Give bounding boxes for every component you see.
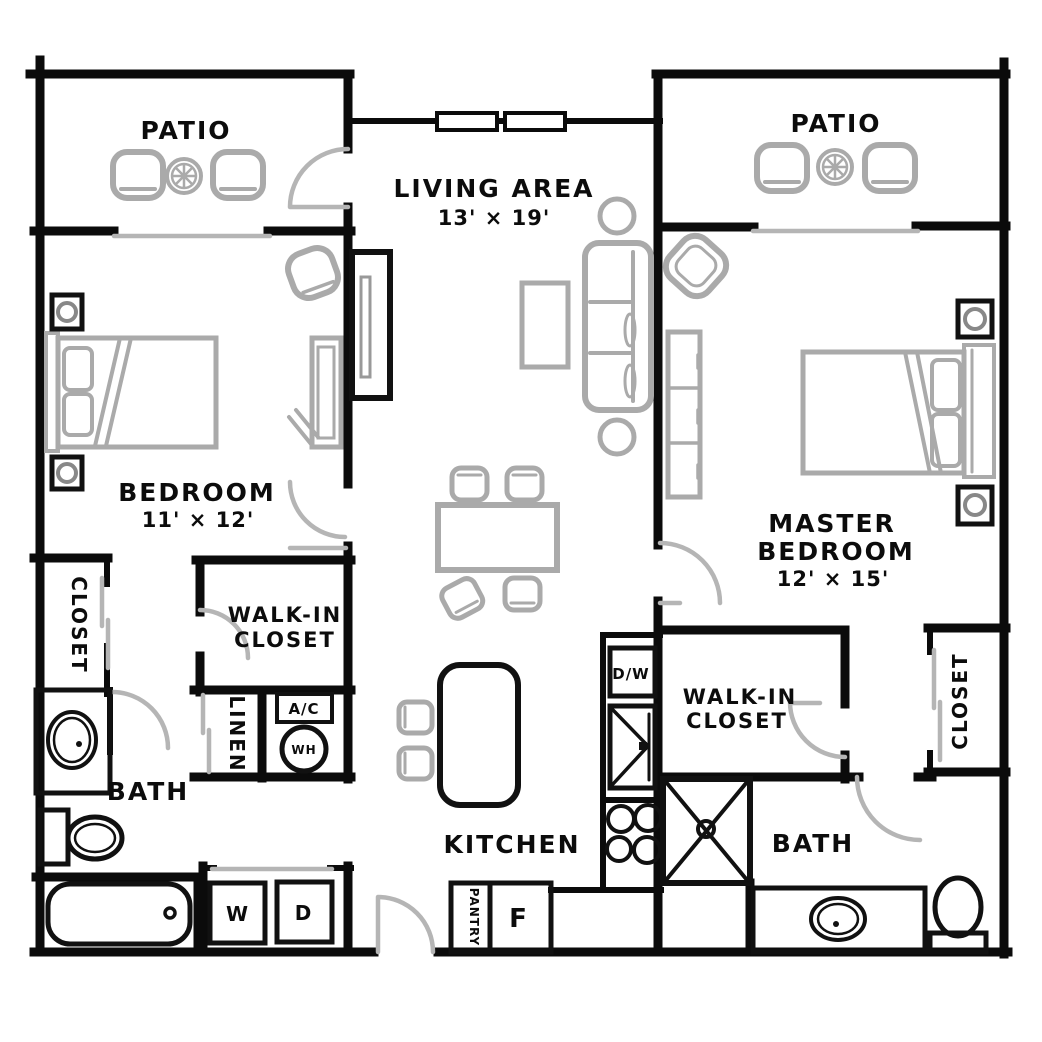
nightstand-lamp-icon [955, 484, 995, 527]
living-area-dimensions: 13' × 19' [438, 206, 551, 230]
water-heater-label: WH [291, 743, 316, 757]
walk-in-closet-right-door [787, 699, 848, 760]
linen-label: LINEN [225, 695, 249, 772]
patio-chair-icon [862, 142, 918, 194]
sofa-icon [582, 240, 654, 413]
washer-icon [207, 880, 268, 946]
walk-in-closet-right-label-line2: CLOSET [686, 709, 788, 733]
bar-stool-icon [396, 745, 435, 782]
bathtub-icon [45, 881, 193, 947]
dining-chair-icon [502, 575, 543, 613]
toilet-icon [37, 807, 125, 867]
kitchen-island-icon [437, 662, 521, 808]
washer-label: W [226, 902, 250, 926]
master-bedroom-label-line2: BEDROOM [757, 537, 915, 566]
refrigerator-icon [487, 880, 554, 955]
bath-right-door [854, 774, 923, 843]
dryer-icon [274, 879, 335, 945]
side-table-icon [597, 196, 637, 236]
side-table-icon [597, 417, 637, 457]
shower-icon [660, 776, 753, 886]
bed-icon [44, 331, 219, 453]
living-area-furniture [349, 196, 654, 457]
entry-door [375, 894, 436, 955]
bath-right-fixtures [660, 776, 989, 955]
coffee-table-icon [519, 280, 571, 370]
vanity-sink-icon [33, 687, 113, 796]
patio-left-furniture [110, 149, 266, 201]
bar-stool-icon [396, 699, 435, 736]
bedroom-door [287, 479, 349, 551]
living-area-window [435, 111, 567, 132]
nightstand-lamp-icon [955, 298, 995, 340]
vanity-sink-icon [750, 885, 928, 955]
bath-right-label: BATH [772, 829, 854, 858]
bed-icon [800, 343, 996, 479]
patio-right-label: PATIO [790, 109, 881, 138]
walk-in-closet-right-label-line1: WALK-IN [683, 685, 797, 709]
patio-chair-icon [110, 149, 166, 201]
patio-right-furniture [754, 142, 918, 194]
dishwasher-label: D/W [612, 665, 649, 683]
patio-chair-icon [754, 142, 810, 194]
dryer-label: D [295, 901, 314, 925]
room-labels: PATIO PATIO LIVING AREA 13' × 19' BEDROO… [67, 109, 972, 946]
kitchen-sink-icon [607, 703, 658, 791]
patio-left-door [287, 146, 351, 210]
water-heater-icon [279, 724, 329, 774]
dresser-icon [665, 329, 703, 500]
dishwasher-icon [607, 645, 658, 699]
patio-chair-icon [210, 149, 266, 201]
refrigerator-label: F [509, 904, 529, 934]
patio-table-icon [165, 157, 203, 195]
armchair-icon [662, 232, 730, 300]
appliance-labels: D/W F W D A/C WH [226, 665, 649, 934]
closet-right-label: CLOSET [948, 652, 972, 749]
toilet-icon [927, 875, 989, 955]
linen-door [200, 692, 212, 775]
master-bedroom-door [657, 540, 723, 606]
nightstand-lamp-icon [49, 454, 85, 492]
patio-left-label: PATIO [140, 116, 231, 145]
master-bedroom-label-line1: MASTER [768, 509, 896, 538]
kitchen-label: KITCHEN [444, 830, 581, 859]
stove-icon [605, 803, 663, 865]
walk-in-closet-left-label-line2: CLOSET [234, 628, 336, 652]
ac-label: A/C [288, 700, 319, 718]
nightstand-lamp-icon [49, 292, 85, 332]
tv-console-icon [349, 249, 393, 401]
walk-in-closet-left-label-line1: WALK-IN [228, 603, 342, 627]
armchair-icon [285, 245, 341, 301]
master-bedroom-furniture [662, 232, 996, 527]
dining-set [435, 465, 560, 621]
ac-unit-icon [275, 692, 334, 724]
bath-left-fixtures [33, 687, 335, 947]
patio-table-icon [816, 148, 854, 186]
living-area-label: LIVING AREA [393, 174, 594, 203]
dining-chair-icon [449, 465, 490, 503]
walk-in-closet-left-door [197, 607, 251, 661]
closet-left-sliding-door [99, 575, 111, 671]
doors-and-sliders [99, 146, 943, 955]
pantry-label: PANTRY [467, 888, 481, 946]
bath-left-door [109, 689, 171, 751]
closet-right-sliding-door [931, 647, 943, 763]
exterior-walls [25, 55, 1013, 959]
patio-sliding-doors [111, 228, 921, 239]
master-bedroom-dimensions: 12' × 15' [777, 567, 890, 591]
bedroom-dimensions: 11' × 12' [142, 508, 255, 532]
desk-icon [287, 335, 344, 450]
dining-chair-icon [504, 465, 545, 503]
dining-chair-icon [439, 576, 486, 621]
closet-left-label: CLOSET [67, 576, 91, 673]
bath-left-label: BATH [107, 777, 189, 806]
bedroom-label: BEDROOM [118, 478, 276, 507]
dining-table-icon [435, 502, 560, 573]
bedroom-furniture [44, 245, 344, 492]
